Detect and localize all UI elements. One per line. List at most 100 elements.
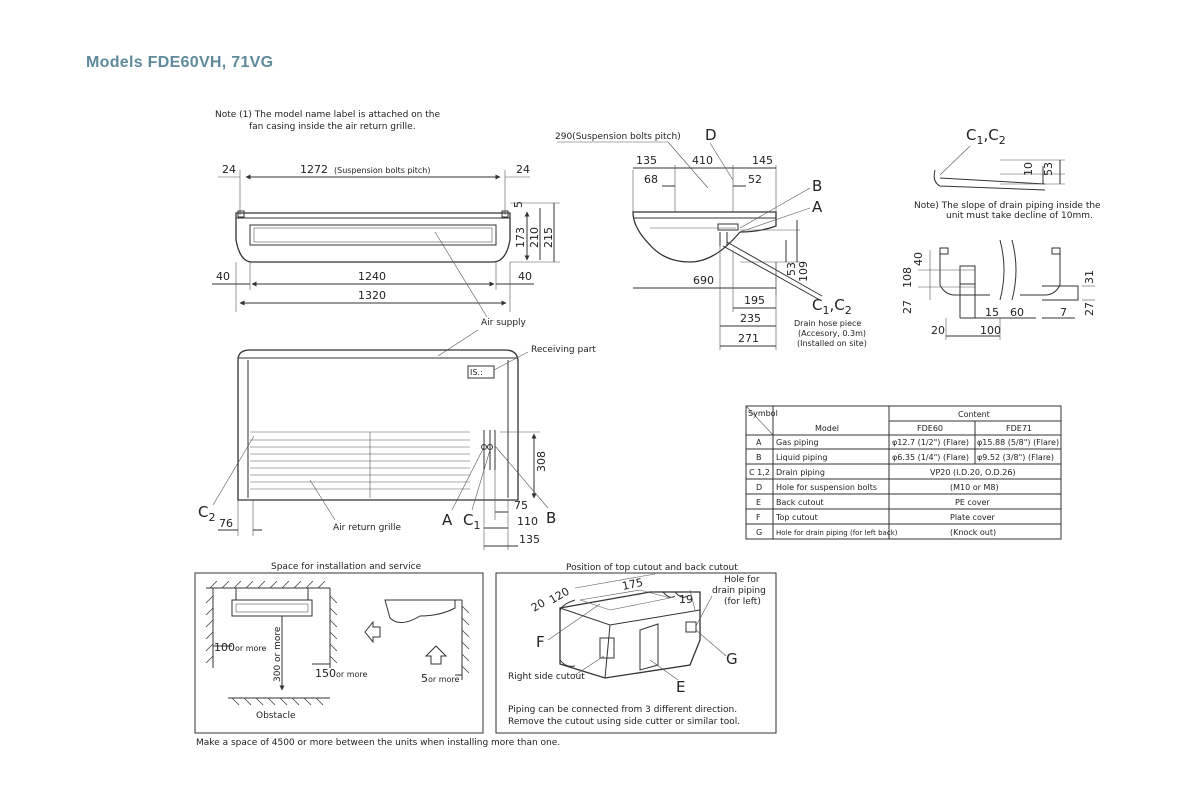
table-row-symbol: B [756, 453, 762, 462]
install-space-title: Space for installation and service [271, 562, 422, 572]
dim-75: 75 [514, 499, 528, 512]
dim-40-left: 40 [216, 270, 230, 283]
note-model-label-1: Note (1) The model name label is attache… [215, 110, 440, 120]
receiving-part-display: IS.: [470, 368, 483, 377]
dim-145: 145 [752, 154, 773, 167]
table-row-symbol: D [756, 483, 762, 492]
table-row-symbol: G [756, 528, 762, 537]
dim-1272: 1272 [300, 163, 328, 176]
dim-271: 271 [738, 332, 759, 345]
dim-1240: 1240 [358, 270, 386, 283]
dim-20-cut: 20 [529, 596, 548, 614]
table-head-content: Content [958, 410, 990, 419]
dim-15: 15 [985, 306, 999, 319]
table-row-name: Drain piping [776, 468, 825, 477]
cutout-note-2: Remove the cutout using side cutter or s… [508, 717, 740, 727]
dim-100-space: 100or more [214, 641, 267, 654]
dim-24-right: 24 [516, 163, 530, 176]
cutout-panel: Position of top cutout and back cutout 2… [495, 563, 777, 734]
note-model-label-2: fan casing inside the air return grille. [249, 122, 416, 132]
hole-label-2: drain piping [712, 586, 766, 596]
dim-135-side: 135 [636, 154, 657, 167]
dim-10: 10 [1022, 162, 1035, 176]
table-head-fde60: FDE60 [917, 424, 943, 433]
dim-109: 109 [797, 261, 810, 282]
dim-210: 210 [528, 227, 541, 248]
dim-27-right: 27 [1083, 302, 1096, 316]
drain-hose-2: (Accesory, 0.3m) [798, 329, 866, 338]
dim-31: 31 [1083, 270, 1096, 284]
drain-slope-detail: C1,C2 10 53 Note) The slope of drain pip… [914, 126, 1101, 221]
table-row-symbol: C 1,2 [749, 468, 770, 477]
drain-hose-3: (Installed on site) [797, 339, 867, 348]
table-row-fde60: φ12.7 (1/2") (Flare) [892, 438, 969, 447]
table-row-value: (M10 or M8) [950, 483, 999, 492]
dim-24-left: 24 [222, 163, 236, 176]
table-head-fde71: FDE71 [1006, 424, 1032, 433]
label-receiving-part: Receiving part [531, 345, 596, 355]
label-obstacle: Obstacle [256, 711, 296, 721]
label-right-side-cutout: Right side cutout [508, 672, 585, 682]
label-air-supply: Air supply [481, 318, 527, 328]
dim-100: 100 [980, 324, 1001, 337]
table-head-model: Model [815, 424, 839, 433]
table-row-value: PE cover [955, 498, 990, 507]
hole-label-3: (for left) [724, 597, 761, 607]
table-head-symbol: Symbol [748, 409, 778, 418]
dim-215: 215 [542, 227, 555, 248]
letter-d: D [705, 126, 717, 144]
front-top-view: 24 24 1272 (Suspension bolts pitch) 5 17… [212, 163, 560, 312]
letter-a-side: A [812, 198, 823, 216]
dim-690: 690 [693, 274, 714, 287]
hole-label-1: Hole for [724, 575, 760, 585]
dim-68: 68 [644, 173, 658, 186]
return-grille-lines [250, 431, 470, 498]
dim-40-right: 40 [518, 270, 532, 283]
dim-308: 308 [535, 451, 548, 472]
table-row-value: Plate cover [950, 513, 996, 522]
cutout-title: Position of top cutout and back cutout [566, 563, 738, 573]
dim-53-detail: 53 [1042, 162, 1055, 176]
page-title: Models FDE60VH, 71VG [86, 54, 274, 71]
install-space-panel: Space for installation and service [194, 562, 484, 734]
label-air-return: Air return grille [333, 523, 402, 533]
dim-76: 76 [219, 517, 233, 530]
dim-5-space: 5or more [421, 672, 460, 685]
dim-195: 195 [744, 294, 765, 307]
dim-150-space: 150or more [315, 667, 368, 680]
dim-19-cut: 19 [679, 593, 693, 606]
dim-175-cut: 175 [621, 576, 644, 593]
dim-20: 20 [931, 324, 945, 337]
dim-53-side: 53 [785, 262, 798, 276]
dim-1320: 1320 [358, 289, 386, 302]
dim-300-space: 300 or more [273, 626, 283, 682]
table-row-fde71: φ9.52 (3/8") (Flare) [977, 453, 1054, 462]
spec-table: Symbol Content Model FDE60 FDE71 A Gas p… [745, 405, 1062, 540]
dim-5: 5 [512, 201, 525, 208]
dim-27-left: 27 [901, 300, 914, 314]
dim-1272-note: (Suspension bolts pitch) [334, 166, 430, 175]
table-row-fde60: φ6.35 (1/4") (Flare) [892, 453, 969, 462]
letter-c1-front: C1 [463, 511, 480, 532]
table-row-symbol: E [756, 498, 761, 507]
dim-40-pipe: 40 [912, 252, 925, 266]
front-elevation-view: Air supply IS.: Receiving part [198, 231, 596, 550]
letter-g: G [726, 650, 738, 668]
dim-410: 410 [692, 154, 713, 167]
footer-note: Make a space of 4500 or more between the… [196, 738, 560, 748]
letter-a-front: A [442, 511, 453, 529]
table-row-name: Top cutout [775, 513, 818, 522]
drain-hose-1: Drain hose piece [794, 319, 861, 328]
table-row-name: Hole for drain piping (for left back) [776, 529, 898, 537]
letter-c12-detail: C1,C2 [966, 126, 1006, 147]
dim-235: 235 [740, 312, 761, 325]
table-row-name: Hole for suspension bolts [776, 483, 877, 492]
letter-c12-side: C1,C2 [812, 296, 852, 317]
cutout-note-1: Piping can be connected from 3 different… [508, 705, 737, 715]
dim-52: 52 [748, 173, 762, 186]
dim-7: 7 [1060, 306, 1067, 319]
table-row-name: Back cutout [776, 498, 824, 507]
table-row-name: Gas piping [776, 438, 819, 447]
table-row-symbol: F [756, 513, 761, 522]
